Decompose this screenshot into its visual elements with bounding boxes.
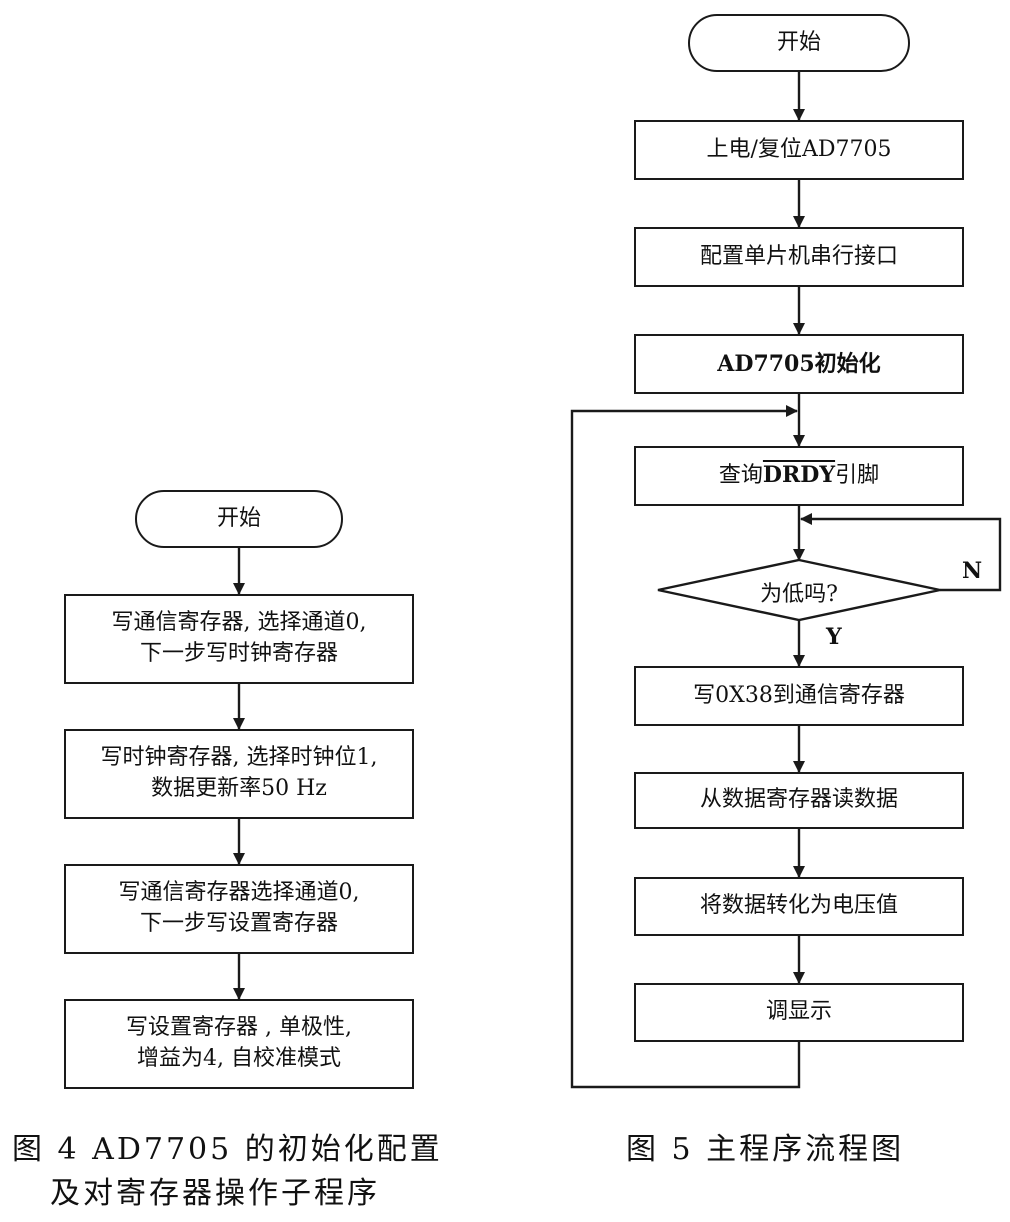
fig4-step-2-line-2: 数据更新率50 Hz: [151, 776, 327, 801]
fig5-decision-shape: [657, 558, 941, 622]
fig4-start-terminal: 开始: [135, 490, 343, 548]
fig4-step-4: 写设置寄存器 , 单极性, 增益为4, 自校准模式: [64, 999, 414, 1089]
fig5-step-init: AD7705初始化: [634, 334, 964, 394]
fig5-loop-main: [570, 405, 801, 1089]
fig4-caption-line-2: 及对寄存器操作子程序: [50, 1175, 380, 1211]
fig5-step-write-comm-label: 写0X38到通信寄存器: [693, 682, 905, 708]
fig5-step-init-label: AD7705初始化: [717, 350, 881, 377]
fig4-start-label: 开始: [216, 505, 261, 531]
fig5-step-power-reset: 上电/复位AD7705: [634, 120, 964, 180]
fig5-step-display-label: 调显示: [765, 999, 832, 1025]
fig5-label-yes: Y: [826, 624, 842, 650]
fig4-step-2: 写时钟寄存器, 选择时钟位1, 数据更新率50 Hz: [64, 729, 414, 819]
fig5-step-power-reset-label: 上电/复位AD7705: [706, 136, 892, 162]
fig5-start-terminal: 开始: [688, 14, 910, 72]
fig5-step-read-data: 从数据寄存器读数据: [634, 772, 964, 829]
fig5-caption: 图 5 主程序流程图: [626, 1128, 904, 1172]
fig5-step-query-drdy-label: 查询DRDY引脚: [719, 460, 879, 492]
fig5-step-display: 调显示: [634, 983, 964, 1042]
fig4-step-3-line-2: 下一步写设置寄存器: [139, 911, 338, 936]
fig5-drdy-signal: DRDY: [762, 462, 836, 489]
fig5-label-no: N: [962, 558, 983, 584]
fig4-caption-line-1: 图 4 AD7705 的初始化配置: [12, 1132, 443, 1167]
fig4-step-4-line-1: 写设置寄存器 , 单极性,: [126, 1015, 352, 1041]
fig5-query-prefix: 查询: [718, 463, 763, 489]
fig4-caption: 图 4 AD7705 的初始化配置 及对寄存器操作子程序: [12, 1128, 443, 1215]
fig5-decision-label: 为低吗?: [760, 582, 838, 607]
fig5-step-write-comm: 写0X38到通信寄存器: [634, 666, 964, 726]
fig5-step-convert: 将数据转化为电压值: [634, 877, 964, 936]
fig4-step-1-line-1: 写通信寄存器, 选择通道0,: [111, 610, 367, 636]
fig5-step-read-data-label: 从数据寄存器读数据: [699, 787, 898, 813]
fig4-step-3: 写通信寄存器选择通道0, 下一步写设置寄存器: [64, 864, 414, 954]
fig5-step-convert-label: 将数据转化为电压值: [699, 893, 898, 919]
fig5-step-config-serial: 配置单片机串行接口: [634, 227, 964, 287]
fig4-step-3-line-1: 写通信寄存器选择通道0,: [118, 880, 360, 906]
fig4-step-2-line-1: 写时钟寄存器, 选择时钟位1,: [100, 745, 378, 771]
fig5-caption-line: 图 5 主程序流程图: [626, 1132, 905, 1167]
fig5-step-query-drdy: 查询DRDY引脚: [634, 446, 964, 506]
fig5-start-label: 开始: [776, 29, 821, 55]
fig4-step-4-line-2: 增益为4, 自校准模式: [137, 1046, 341, 1071]
fig5-loop-no: [800, 513, 1002, 592]
fig4-step-1: 写通信寄存器, 选择通道0, 下一步写时钟寄存器: [64, 594, 414, 684]
fig4-step-1-line-2: 下一步写时钟寄存器: [139, 641, 338, 666]
fig5-step-config-serial-label: 配置单片机串行接口: [699, 243, 898, 269]
fig5-query-suffix: 引脚: [835, 463, 880, 489]
